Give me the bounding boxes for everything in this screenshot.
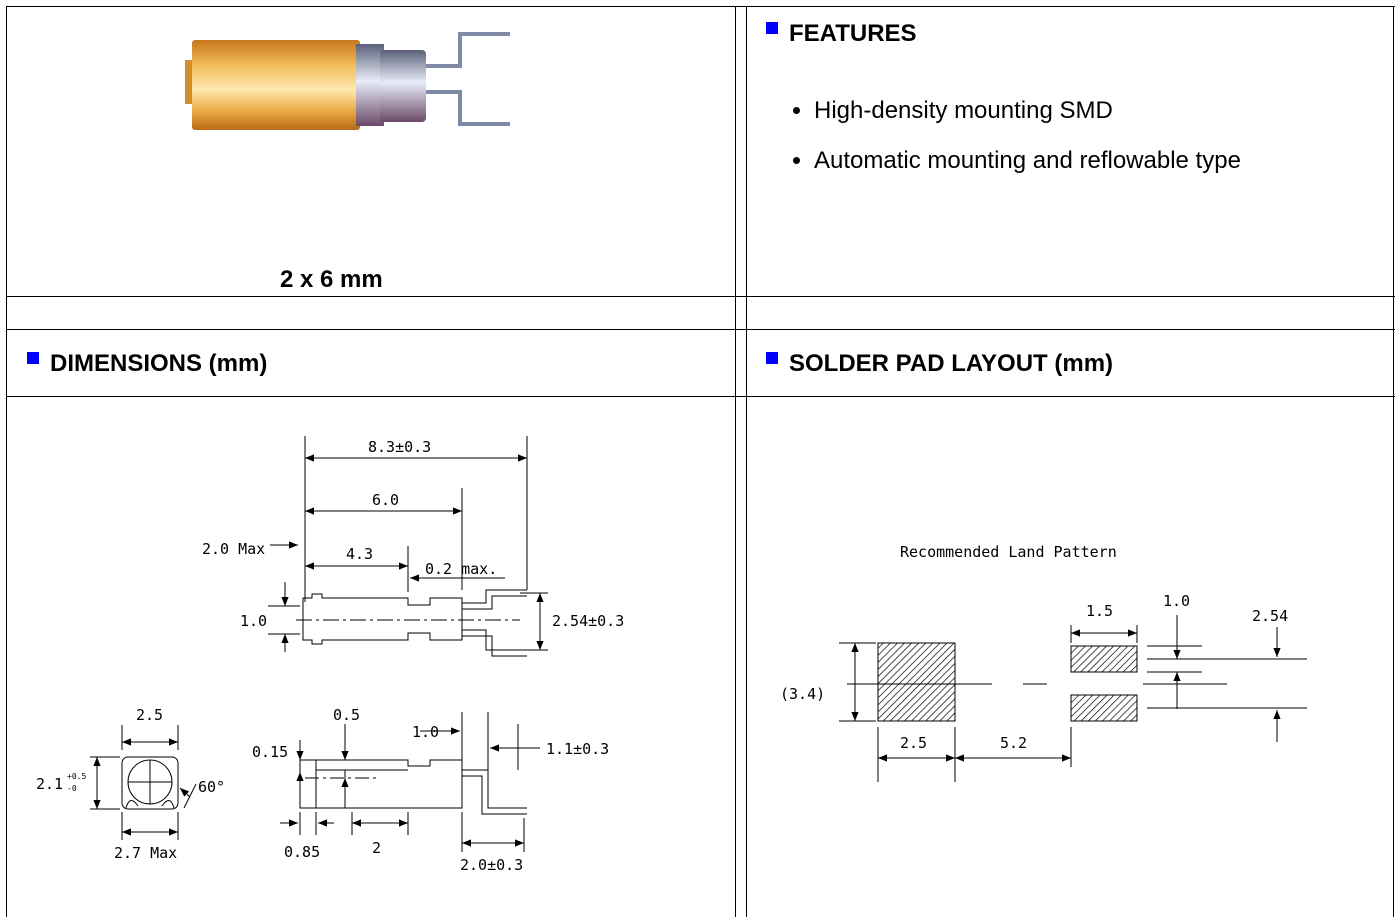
- dim-0-85: 0.85: [284, 843, 320, 861]
- dimensions-heading: DIMENSIONS (mm): [27, 350, 267, 378]
- solder-heading: SOLDER PAD LAYOUT (mm): [766, 350, 1113, 378]
- dim-0-5: 0.5: [333, 706, 360, 724]
- pad-width-1-5: 1.5: [1086, 602, 1113, 620]
- dim-1-1: 1.1±0.3: [546, 740, 609, 758]
- dim-0-2-max: 0.2 max.: [425, 560, 497, 578]
- features-list: High-density mounting SMD Automatic moun…: [778, 86, 1241, 186]
- dim-angle: 60°: [198, 778, 225, 796]
- dimensions-heading-text: DIMENSIONS (mm): [50, 350, 268, 377]
- dim-0-15: 0.15: [252, 743, 288, 761]
- bullet-square-icon: [27, 352, 39, 364]
- dim-height-tol-bot: -0: [67, 784, 77, 793]
- dim-height-2-1: 2.1: [36, 775, 63, 793]
- pad-height: (3.4): [780, 685, 825, 703]
- dim-width-2-5: 2.5: [136, 706, 163, 724]
- crystal-product-photo: [185, 32, 510, 130]
- bullet-square-icon: [766, 22, 778, 34]
- features-heading-text: FEATURES: [789, 20, 917, 47]
- dim-pitch: 2.54±0.3: [552, 612, 624, 630]
- features-heading: FEATURES: [766, 20, 917, 48]
- dim-thickness: 1.0: [240, 612, 267, 630]
- land-pattern-title: Recommended Land Pattern: [900, 543, 1117, 561]
- table-border-top: [6, 6, 1395, 7]
- dimensions-drawing: 8.3±0.3 6.0 2.0 Max 4.3 0.2 max. 1.0 2.5…: [36, 436, 624, 874]
- table-border-left: [6, 6, 7, 917]
- row-line-2: [6, 329, 1395, 330]
- dim-2-7-max: 2.7 Max: [114, 844, 177, 862]
- dim-height-tol-top: +0.5: [67, 772, 86, 781]
- solder-heading-text: SOLDER PAD LAYOUT (mm): [789, 350, 1114, 377]
- dim-1-0-b: 1.0: [412, 723, 439, 741]
- solder-pad-drawing: Recommended Land Pattern (3.4) 2.5 5.2 1: [780, 543, 1307, 782]
- pad-height-1-0: 1.0: [1163, 592, 1190, 610]
- dim-2: 2: [372, 839, 381, 857]
- dim-4-3: 4.3: [346, 545, 373, 563]
- list-item: Automatic mounting and reflowable type: [814, 136, 1241, 186]
- pad-width-2-5: 2.5: [900, 734, 927, 752]
- dim-2-max: 2.0 Max: [202, 540, 265, 558]
- column-divider-left: [735, 6, 736, 917]
- dim-2-0: 2.0±0.3: [460, 856, 523, 874]
- list-item: High-density mounting SMD: [814, 86, 1241, 136]
- bullet-square-icon: [766, 352, 778, 364]
- row-line-1: [6, 296, 1395, 297]
- column-divider-right: [746, 6, 747, 917]
- dim-overall-length: 8.3±0.3: [368, 438, 431, 456]
- row-line-3: [6, 396, 1395, 397]
- product-size-label: 2 x 6 mm: [280, 266, 383, 293]
- dim-body-length: 6.0: [372, 491, 399, 509]
- table-border-right: [1393, 6, 1394, 917]
- pad-gap-5-2: 5.2: [1000, 734, 1027, 752]
- pad-pitch-2-54: 2.54: [1252, 607, 1288, 625]
